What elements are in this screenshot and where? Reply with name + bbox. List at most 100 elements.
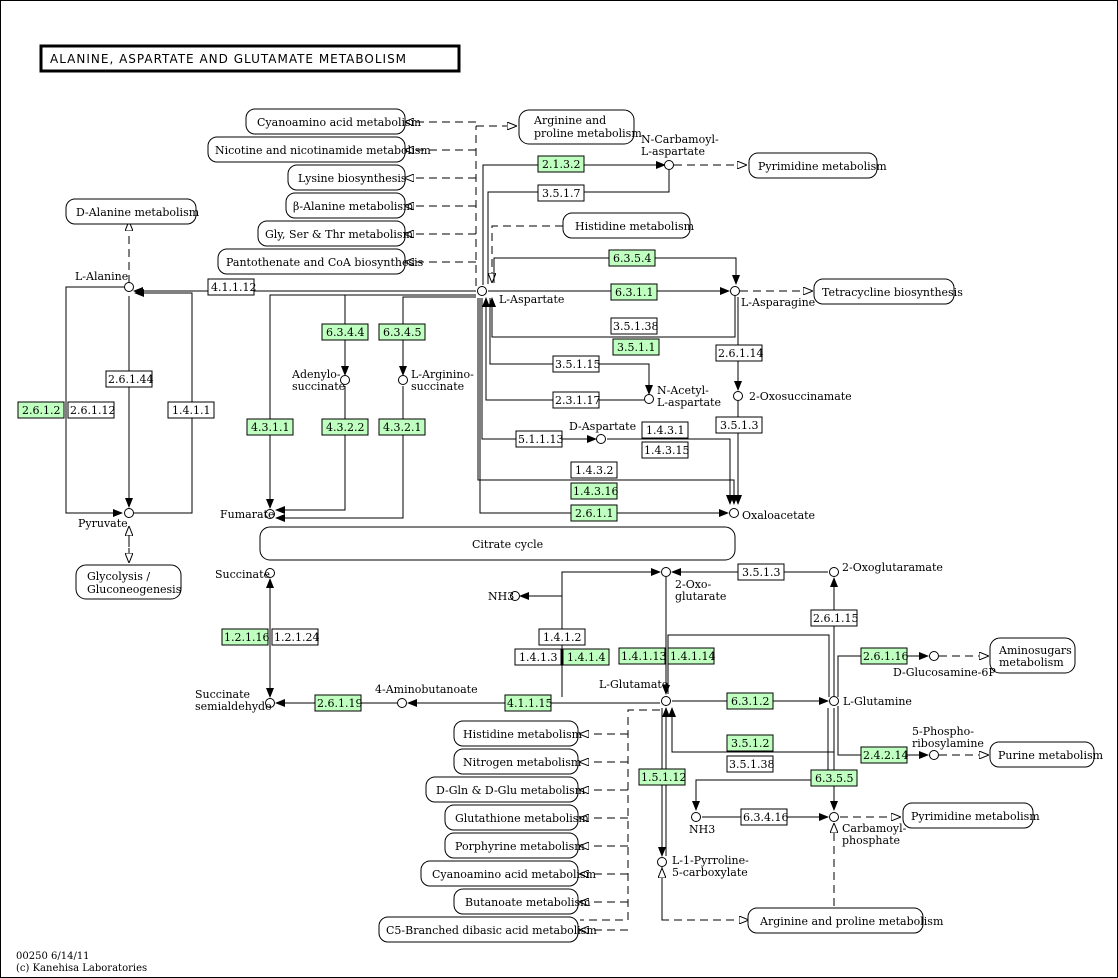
compound-nh3-top[interactable]: NH3 bbox=[488, 590, 520, 603]
pathway-box-citrate-cycle[interactable]: Citrate cycle bbox=[259, 526, 736, 561]
compound-4-aminobutanoate[interactable]: 4-Aminobutanoate bbox=[375, 683, 478, 708]
pathway-box-arginine-bottom[interactable]: Arginine and proline metabolism bbox=[747, 907, 944, 934]
compound-n-acetyl-l-aspartate[interactable]: N-Acetyl-L-aspartate bbox=[644, 384, 722, 409]
enzyme-3-5-1-7[interactable]: 3.5.1.7 bbox=[537, 184, 585, 202]
compound-l-asparagine[interactable]: L-Asparagine bbox=[730, 286, 816, 310]
svg-text:2.6.1.12: 2.6.1.12 bbox=[70, 404, 115, 417]
pathway-box-beta-alanine[interactable]: β-Alanine metabolism bbox=[285, 192, 414, 219]
enzyme-2-1-3-2[interactable]: 2.1.3.2 bbox=[537, 155, 585, 173]
enzyme-1-5-1-12[interactable]: 1.5.1.12 bbox=[638, 768, 686, 786]
svg-text:1.4.1.3: 1.4.1.3 bbox=[519, 651, 557, 664]
compound-l-aspartate[interactable]: L-Aspartate bbox=[477, 286, 565, 307]
enzyme-2-6-1-12[interactable]: 2.6.1.12 bbox=[67, 401, 115, 419]
pathway-box-porphyrine[interactable]: Porphyrine metabolism bbox=[444, 832, 585, 859]
enzyme-6-3-4-5[interactable]: 6.3.4.5 bbox=[378, 323, 426, 341]
pathway-box-d-gln[interactable]: D-Gln & D-Glu metabolism bbox=[425, 776, 586, 803]
pathway-box-cyanoamino-bottom[interactable]: Cyanoamino acid metabolism bbox=[420, 860, 597, 887]
enzyme-1-4-1-3[interactable]: 1.4.1.3 bbox=[514, 648, 562, 666]
compound-nh3-bottom[interactable]: NH3 bbox=[689, 812, 715, 837]
compound-carbamoyl-phosphate[interactable]: Carbamoyl-phosphate bbox=[829, 812, 907, 848]
enzyme-2-6-1-14[interactable]: 2.6.1.14 bbox=[715, 344, 763, 362]
compound-l-1-pyrroline-5-carboxylate[interactable]: L-1-Pyrroline-5-carboxylate bbox=[657, 854, 750, 879]
enzyme-6-3-1-2[interactable]: 6.3.1.2 bbox=[726, 692, 774, 710]
svg-text:Adenylo-: Adenylo- bbox=[291, 368, 341, 381]
enzyme-4-3-2-2[interactable]: 4.3.2.2 bbox=[321, 418, 369, 436]
enzyme-4-3-2-1[interactable]: 4.3.2.1 bbox=[378, 418, 426, 436]
enzyme-1-2-1-16[interactable]: 1.2.1.16 bbox=[221, 628, 269, 646]
compound-n-carbamoyl-l-aspartate[interactable]: N-Carbamoyl-L-aspartate bbox=[641, 133, 719, 170]
enzyme-3-5-1-3-bottom[interactable]: 3.5.1.3 bbox=[737, 563, 785, 581]
pathway-box-histidine-top[interactable]: Histidine metabolism bbox=[562, 212, 695, 239]
pathway-box-nitrogen[interactable]: Nitrogen metabolism bbox=[453, 748, 582, 775]
compound-l-alanine[interactable]: L-Alanine bbox=[75, 270, 134, 292]
enzyme-2-4-2-14[interactable]: 2.4.2.14 bbox=[860, 746, 908, 764]
enzyme-1-2-1-24[interactable]: 1.2.1.24 bbox=[271, 628, 319, 646]
enzyme-3-5-1-2[interactable]: 3.5.1.2 bbox=[726, 734, 774, 752]
compound-l-argininosuccinate[interactable]: L-Arginino-succinate bbox=[398, 368, 475, 393]
compound-5-phosphoribosylamine[interactable]: 5-Phospho-ribosylamine bbox=[912, 725, 984, 760]
compound-d-glucosamine-6p[interactable]: D-Glucosamine-6P bbox=[893, 651, 996, 680]
pathway-box-c5-branched[interactable]: C5-Branched dibasic acid metabolism bbox=[378, 916, 597, 943]
enzyme-6-3-5-5[interactable]: 6.3.5.5 bbox=[810, 769, 858, 787]
enzyme-1-4-3-16[interactable]: 1.4.3.16 bbox=[570, 482, 618, 500]
enzyme-2-6-1-15[interactable]: 2.6.1.15 bbox=[810, 609, 858, 627]
compound-adenylosuccinate[interactable]: Adenylo-succinate bbox=[291, 368, 350, 393]
compound-oxaloacetate[interactable]: Oxaloacetate bbox=[729, 508, 816, 523]
pathway-box-glycolysis[interactable]: Glycolysis /Gluconeogenesis bbox=[75, 564, 182, 600]
enzyme-3-5-1-3-top[interactable]: 3.5.1.3 bbox=[715, 416, 763, 434]
enzyme-6-3-5-4[interactable]: 6.3.5.4 bbox=[608, 249, 656, 267]
compound-l-glutamine[interactable]: L-Glutamine bbox=[829, 695, 912, 708]
enzyme-3-5-1-1[interactable]: 3.5.1.1 bbox=[612, 338, 660, 356]
pathway-box-purine[interactable]: Purine metabolism bbox=[989, 741, 1104, 768]
enzyme-3-5-1-15[interactable]: 3.5.1.15 bbox=[552, 355, 600, 373]
compound-2-oxo-glutarate[interactable]: 2-Oxo-glutarate bbox=[661, 567, 727, 604]
compound-2-oxoglutaramate[interactable]: 2-Oxoglutaramate bbox=[829, 561, 943, 577]
enzyme-1-4-3-1[interactable]: 1.4.3.1 bbox=[641, 421, 689, 439]
compound-d-aspartate[interactable]: D-Aspartate bbox=[569, 420, 636, 444]
compound-l-glutamate[interactable]: L-Glutamate bbox=[599, 678, 671, 706]
pathway-box-histidine-bottom[interactable]: Histidine metabolism bbox=[453, 720, 583, 747]
enzyme-4-3-1-1[interactable]: 4.3.1.1 bbox=[246, 418, 294, 436]
pathway-box-pyrimidine-top[interactable]: Pyrimidine metabolism bbox=[748, 152, 887, 179]
enzyme-1-4-1-14[interactable]: 1.4.1.14 bbox=[667, 647, 715, 665]
enzyme-4-1-1-15[interactable]: 4.1.1.15 bbox=[504, 694, 552, 712]
pathway-box-gly-ser-thr[interactable]: Gly, Ser & Thr metabolism bbox=[257, 220, 414, 247]
enzyme-6-3-4-4[interactable]: 6.3.4.4 bbox=[321, 323, 369, 341]
svg-text:3.5.1.7: 3.5.1.7 bbox=[542, 187, 580, 200]
pathway-box-nicotine[interactable]: Nicotine and nicotinamide metabolism bbox=[207, 136, 431, 163]
enzyme-6-3-1-1[interactable]: 6.3.1.1 bbox=[610, 283, 658, 301]
pathway-box-pyrimidine-bottom[interactable]: Pyrimidine metabolism bbox=[902, 802, 1040, 829]
enzyme-4-1-1-12[interactable]: 4.1.1.12 bbox=[207, 278, 256, 296]
enzyme-1-4-1-1[interactable]: 1.4.1.1 bbox=[167, 401, 215, 419]
pathway-box-glutathione[interactable]: Glutathione metabolism bbox=[444, 804, 589, 831]
enzyme-1-4-1-4[interactable]: 1.4.1.4 bbox=[562, 648, 610, 666]
svg-text:Nitrogen metabolism: Nitrogen metabolism bbox=[463, 756, 582, 769]
enzyme-1-4-3-2[interactable]: 1.4.3.2 bbox=[570, 461, 618, 479]
pathway-box-pantothenate[interactable]: Pantothenate and CoA biosynthesis bbox=[217, 248, 424, 275]
pathway-box-butanoate[interactable]: Butanoate metabolism bbox=[453, 888, 591, 915]
enzyme-1-4-1-13[interactable]: 1.4.1.13 bbox=[618, 647, 666, 665]
pathway-box-cyanoamino-top[interactable]: Cyanoamino acid metabolism bbox=[245, 108, 422, 135]
enzyme-3-5-1-38-top[interactable]: 3.5.1.38 bbox=[610, 317, 658, 335]
enzyme-1-4-1-2[interactable]: 1.4.1.2 bbox=[538, 628, 586, 646]
compound-pyruvate[interactable]: Pyruvate bbox=[78, 508, 134, 531]
enzyme-3-5-1-38-bottom[interactable]: 3.5.1.38 bbox=[726, 755, 774, 773]
enzyme-2-6-1-16[interactable]: 2.6.1.16 bbox=[860, 647, 908, 665]
enzyme-6-3-4-16[interactable]: 6.3.4.16 bbox=[740, 808, 788, 826]
compound-succinate[interactable]: Succinate bbox=[215, 568, 275, 581]
enzyme-2-6-1-2[interactable]: 2.6.1.2 bbox=[17, 401, 65, 419]
enzyme-2-6-1-1[interactable]: 2.6.1.1 bbox=[570, 504, 618, 522]
pathway-box-tetracycline[interactable]: Tetracycline biosynthesis bbox=[813, 278, 963, 305]
enzyme-5-1-1-13[interactable]: 5.1.1.13 bbox=[515, 430, 563, 448]
pathway-box-d-alanine[interactable]: D-Alanine metabolism bbox=[65, 198, 200, 225]
enzyme-1-4-3-15[interactable]: 1.4.3.15 bbox=[641, 441, 689, 459]
enzyme-2-3-1-17[interactable]: 2.3.1.17 bbox=[552, 391, 600, 409]
compound-2-oxosuccinamate[interactable]: 2-Oxosuccinamate bbox=[733, 390, 852, 403]
enzyme-2-6-1-44[interactable]: 2.6.1.44 bbox=[105, 370, 153, 388]
enzyme-2-6-1-19[interactable]: 2.6.1.19 bbox=[314, 694, 362, 712]
pathway-box-lysine[interactable]: Lysine biosynthesis bbox=[287, 164, 407, 191]
compound-fumarate[interactable]: Fumarate bbox=[220, 508, 275, 521]
